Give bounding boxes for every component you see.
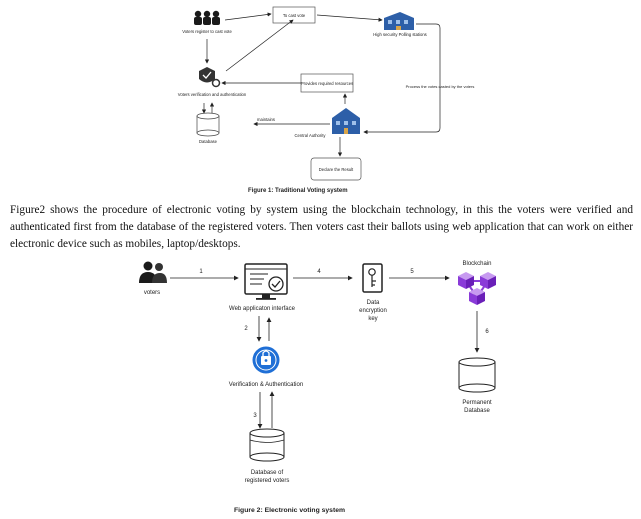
declare-result-box	[310, 157, 362, 181]
step-5-label: 5	[410, 269, 414, 275]
web-app-label: Web applicaton interface	[229, 306, 296, 312]
central-authority-icon	[332, 108, 360, 134]
permanent-db-label-2: Database	[464, 408, 490, 414]
declare-result-label: Declare the Result	[319, 167, 354, 172]
step-2-label: 2	[244, 326, 248, 332]
db-registered-label-2: registered voters	[245, 478, 290, 484]
blockchain-label: Blockchain	[462, 261, 491, 267]
database-label: Database	[199, 139, 218, 144]
voters-group-icon	[194, 10, 220, 25]
body-paragraph: Figure2 shows the procedure of electroni…	[10, 204, 633, 250]
figure2-connectors	[170, 275, 480, 429]
to-cast-vote-box	[272, 6, 316, 24]
step-4-label: 4	[317, 269, 321, 275]
blockchain-cubes-icon	[458, 272, 496, 305]
figure2-caption: Figure 2: Electronic voting system	[234, 507, 346, 514]
permanent-db-icon	[458, 357, 496, 393]
encryption-label-1: Data	[367, 300, 380, 306]
step-6-label: 6	[485, 329, 489, 335]
voters-label: voters	[144, 290, 160, 296]
encryption-label-2: encryption	[359, 308, 387, 314]
voters-icon	[139, 261, 167, 283]
provides-resources-label: Provides required resources	[301, 81, 353, 86]
step-1-label: 1	[199, 269, 203, 275]
to-cast-vote-label: To cast vote	[283, 13, 306, 18]
maintains-label: maintains	[257, 117, 275, 122]
central-authority-label: Central Authority	[295, 133, 327, 138]
web-app-monitor-icon	[244, 263, 288, 300]
figure1-diagram: Voters register to cast vote To cast vot…	[178, 6, 474, 181]
encryption-key-icon	[362, 263, 383, 293]
permanent-db-label-1: Permanent	[462, 400, 492, 406]
verification-gear-icon	[199, 67, 221, 88]
fingerprint-verification-icon	[252, 346, 280, 374]
figure1-caption: Figure 1: Traditional Voting system	[248, 188, 348, 194]
block-cube-right	[480, 272, 496, 289]
figure2-diagram: voters Web applicaton interface Verifica…	[139, 261, 496, 484]
registered-voters-db-icon	[249, 428, 285, 462]
voters-register-label: Voters register to cast vote	[182, 29, 232, 34]
polling-station-icon	[384, 12, 414, 30]
step-numbers: 1 2 3 4 5 6	[199, 269, 489, 419]
database-cylinder-icon	[196, 112, 220, 137]
step-3-label: 3	[253, 413, 257, 419]
voter-verification-label: Voters verification and authentication	[178, 92, 247, 97]
block-cube-left	[458, 272, 474, 289]
figure1-connectors	[201, 12, 441, 157]
encryption-label-3: key	[368, 316, 377, 322]
high-security-label: High security Polling stations	[373, 32, 427, 37]
db-registered-label-1: Database of	[251, 470, 284, 476]
block-cube-bottom	[469, 288, 485, 305]
verification-label: Verification & Authentication	[229, 382, 303, 388]
